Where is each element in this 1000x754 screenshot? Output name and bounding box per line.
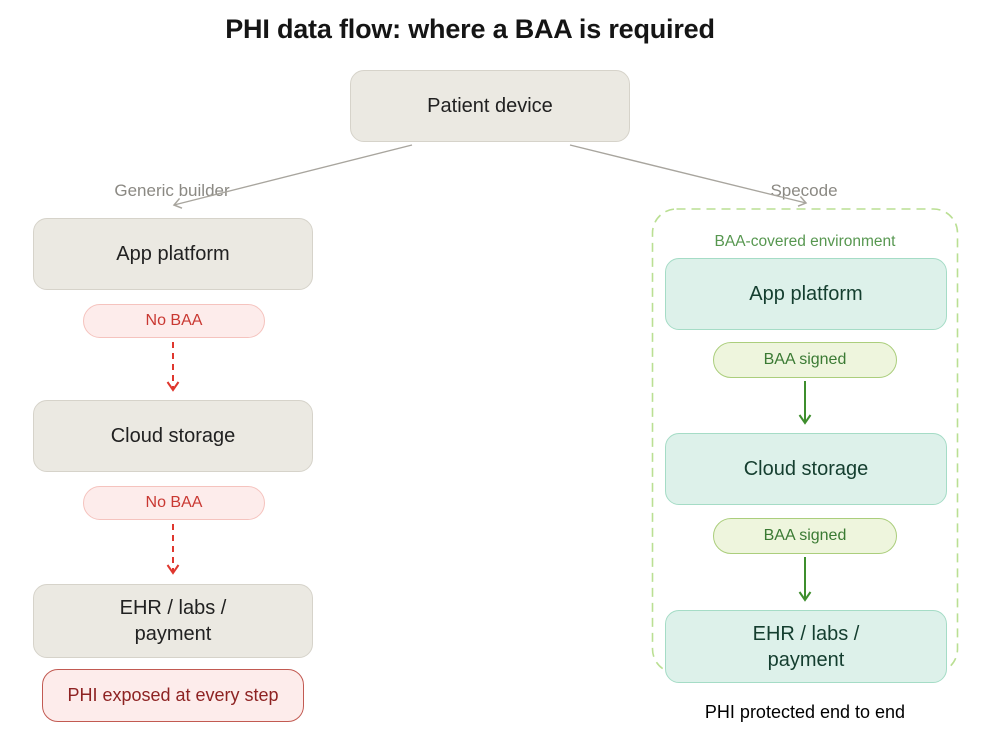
outcome-phi-exposed-label: PHI exposed at every step — [67, 685, 279, 705]
node-app-platform-left-label: App platform — [116, 243, 230, 265]
badge-no-baa-1: No BAA — [83, 304, 265, 338]
node-ehr-left: EHR / labs / payment — [33, 584, 313, 658]
outcome-phi-protected-label: PHI protected end to end — [704, 701, 906, 722]
node-app-platform-right: App platform — [665, 258, 947, 330]
badge-baa-signed-1-label: BAA signed — [763, 351, 847, 368]
badge-no-baa-2: No BAA — [83, 486, 265, 520]
node-app-platform-left: App platform — [33, 218, 313, 290]
node-ehr-right: EHR / labs / payment — [665, 610, 947, 683]
node-cloud-storage-left-label: Cloud storage — [110, 425, 236, 447]
branch-label-specode: Specode — [770, 181, 838, 200]
badge-baa-signed-2: BAA signed — [713, 518, 897, 554]
node-cloud-storage-right: Cloud storage — [665, 433, 947, 505]
baa-container-label: BAA-covered environment — [714, 233, 896, 250]
outcome-phi-exposed: PHI exposed at every step — [42, 669, 304, 722]
badge-baa-signed-2-label: BAA signed — [763, 527, 847, 544]
node-ehr-right-label: EHR / labs / payment — [752, 622, 860, 671]
node-ehr-left-label: EHR / labs / payment — [119, 597, 227, 645]
node-patient-device: Patient device — [350, 70, 630, 142]
badge-no-baa-2-label: No BAA — [145, 494, 203, 511]
branch-label-generic-builder: Generic builder — [114, 181, 230, 200]
node-patient-device-label: Patient device — [427, 95, 553, 117]
node-cloud-storage-right-label: Cloud storage — [743, 458, 869, 480]
diagram-title: PHI data flow: where a BAA is required — [225, 14, 715, 44]
node-app-platform-right-label: App platform — [749, 283, 863, 305]
node-cloud-storage-left: Cloud storage — [33, 400, 313, 472]
badge-baa-signed-1: BAA signed — [713, 342, 897, 378]
badge-no-baa-1-label: No BAA — [145, 312, 203, 329]
outcome-phi-protected: PHI protected end to end — [675, 686, 935, 738]
